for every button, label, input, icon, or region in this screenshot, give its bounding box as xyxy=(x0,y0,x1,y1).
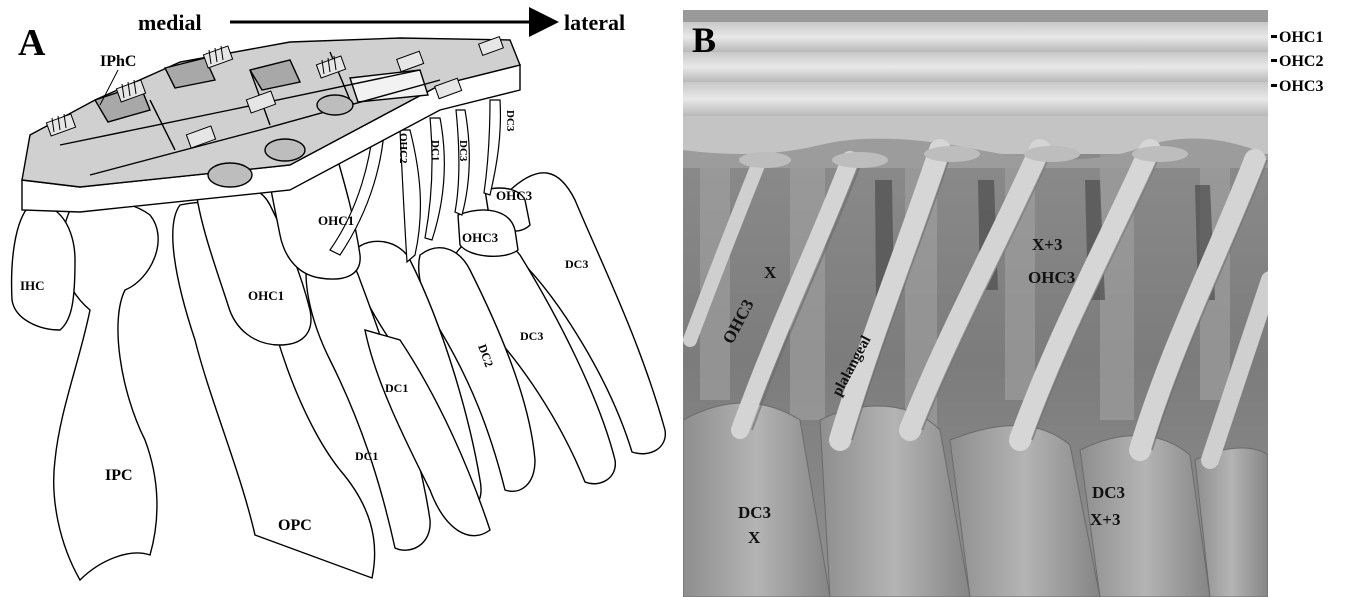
lateral-label: lateral xyxy=(564,10,625,35)
ohc-junction-5 xyxy=(1132,146,1188,162)
iphc-label: IPhC xyxy=(100,53,136,70)
ohc1-band xyxy=(683,22,1268,52)
row-labels: OHC1 OHC2 OHC3 xyxy=(1271,29,1323,95)
ohc-junction-3 xyxy=(924,146,980,162)
ohc3-label-a: OHC3 xyxy=(462,230,499,245)
ohc1-tick xyxy=(1271,35,1277,38)
ohc1-label-b: OHC1 xyxy=(318,213,354,228)
x-label-top: X xyxy=(764,263,777,282)
medial-label: medial xyxy=(138,10,202,35)
ohc-head-oval-2 xyxy=(265,139,305,161)
ohc-head-oval-3 xyxy=(317,95,353,115)
ohc3-band xyxy=(683,82,1268,116)
dc1-label-c: DC1 xyxy=(355,449,378,463)
ohc-junction-2 xyxy=(832,152,888,168)
ohc2-label: OHC2 xyxy=(397,133,409,164)
dc1-label-a: DC1 xyxy=(429,140,441,161)
ohc1-label-a: OHC1 xyxy=(248,288,284,303)
ohc1-row-label: OHC1 xyxy=(1279,29,1323,46)
panel-a-letter: A xyxy=(18,22,46,64)
dc3-label-a: DC3 xyxy=(457,140,469,162)
ohc3-tick xyxy=(1271,84,1277,87)
dc1-label-b: DC1 xyxy=(385,381,408,395)
x3-label-bottom: X+3 xyxy=(1090,510,1120,529)
x-label-bottom: X xyxy=(748,528,761,547)
ihc-cell xyxy=(12,204,75,330)
dc3-label-b: DC3 xyxy=(504,110,516,132)
dc3-label-d: DC3 xyxy=(565,257,588,271)
dc3-label-right: DC3 xyxy=(1092,483,1125,502)
ohc3-label-b: OHC3 xyxy=(496,188,533,203)
ohc-junction-4 xyxy=(1024,146,1080,162)
ohc2-row-label: OHC2 xyxy=(1279,53,1323,70)
phalangeal-process-3 xyxy=(455,110,469,215)
ohc-head-oval-1 xyxy=(208,163,252,187)
lamina-top-face xyxy=(22,38,520,187)
ipc-label: IPC xyxy=(105,467,133,484)
panel-b-letter: B xyxy=(692,20,716,60)
dc3-label-left: DC3 xyxy=(738,503,771,522)
opc-label: OPC xyxy=(278,517,312,534)
ihc-label: IHC xyxy=(20,278,45,293)
reticular-lamina xyxy=(22,38,520,212)
panel-a-schematic: A medial lateral xyxy=(0,0,680,597)
ohc3-row-label: OHC3 xyxy=(1279,78,1323,95)
phalangeal-process-2 xyxy=(425,118,444,240)
ohc-junction-1 xyxy=(739,152,791,168)
ohc3-label-right: OHC3 xyxy=(1028,268,1075,287)
ohc2-band xyxy=(683,52,1268,82)
dc3-label-c: DC3 xyxy=(520,329,543,343)
panel-b-micrograph: B OHC1 OHC2 OHC3 X OHC3 X+3 OHC3 plalang… xyxy=(680,0,1365,597)
phalangeal-process-4 xyxy=(484,100,500,195)
x3-label-top: X+3 xyxy=(1032,235,1062,254)
ohc2-tick xyxy=(1271,59,1277,62)
